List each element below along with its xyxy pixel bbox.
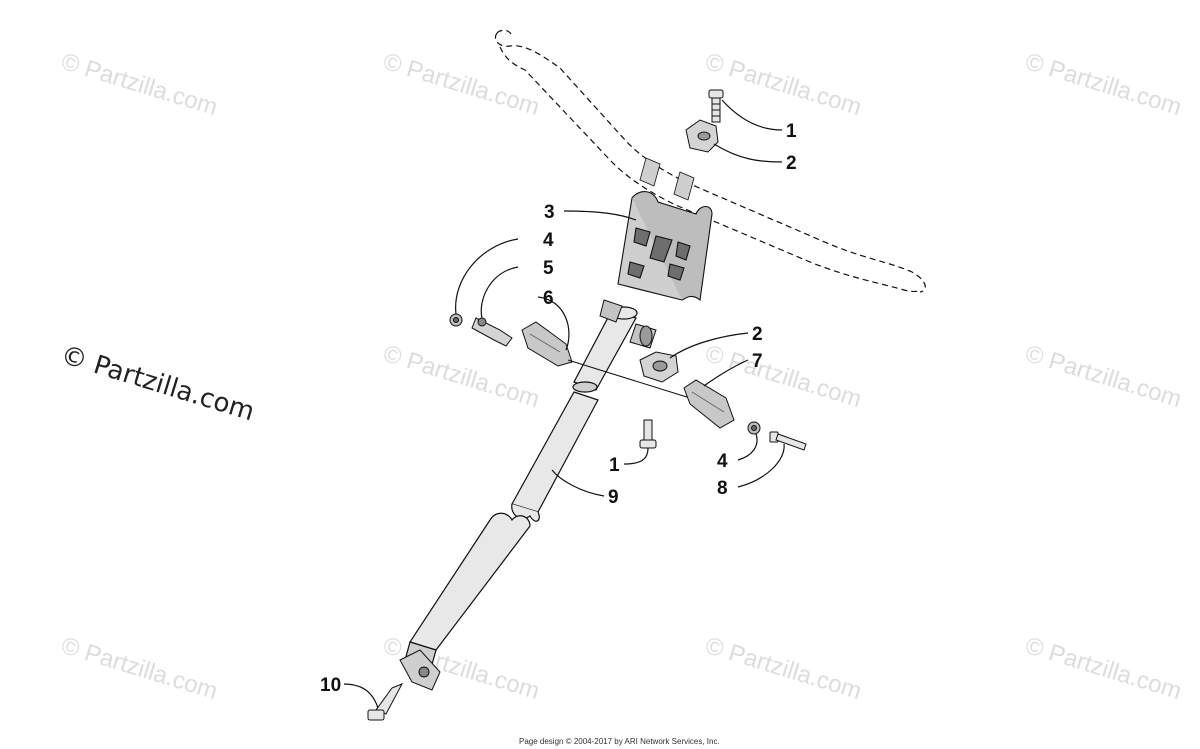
handlebar-knurl — [639, 157, 695, 201]
steering-arm-left — [521, 321, 573, 367]
callout-2-mid: 2 — [752, 324, 763, 345]
callout-7: 7 — [752, 351, 763, 372]
clamp-lower — [639, 351, 679, 383]
callout-1-top: 1 — [786, 121, 797, 142]
bolt-bottom — [367, 683, 404, 721]
bolt-lower — [639, 419, 657, 449]
callout-2-top: 2 — [786, 153, 797, 174]
riser-plate — [617, 191, 713, 302]
clamp-upper — [685, 119, 719, 153]
post-top-knurl — [599, 299, 657, 349]
tie-rod-end — [471, 317, 513, 347]
steering-post — [403, 306, 638, 673]
lower-bracket — [399, 649, 441, 691]
callout-4-left: 4 — [543, 230, 554, 251]
callout-6: 6 — [543, 288, 554, 309]
callout-4-right: 4 — [717, 451, 728, 472]
bolt-right — [769, 431, 807, 451]
callout-3: 3 — [544, 202, 555, 223]
nut-left — [449, 313, 463, 327]
callout-9: 9 — [608, 487, 619, 508]
footer-copyright: Page design © 2004-2017 by ARI Network S… — [519, 737, 720, 746]
tie-rod-line — [567, 359, 691, 399]
callout-1-lower: 1 — [609, 455, 620, 476]
callout-8: 8 — [717, 478, 728, 499]
nut-right — [747, 421, 761, 435]
handlebar-outline — [494, 29, 926, 293]
callout-5: 5 — [543, 258, 554, 279]
steering-arm-right — [683, 379, 735, 429]
bolt-top — [708, 89, 724, 123]
callout-10: 10 — [320, 675, 341, 696]
leader-lines — [343, 99, 785, 709]
